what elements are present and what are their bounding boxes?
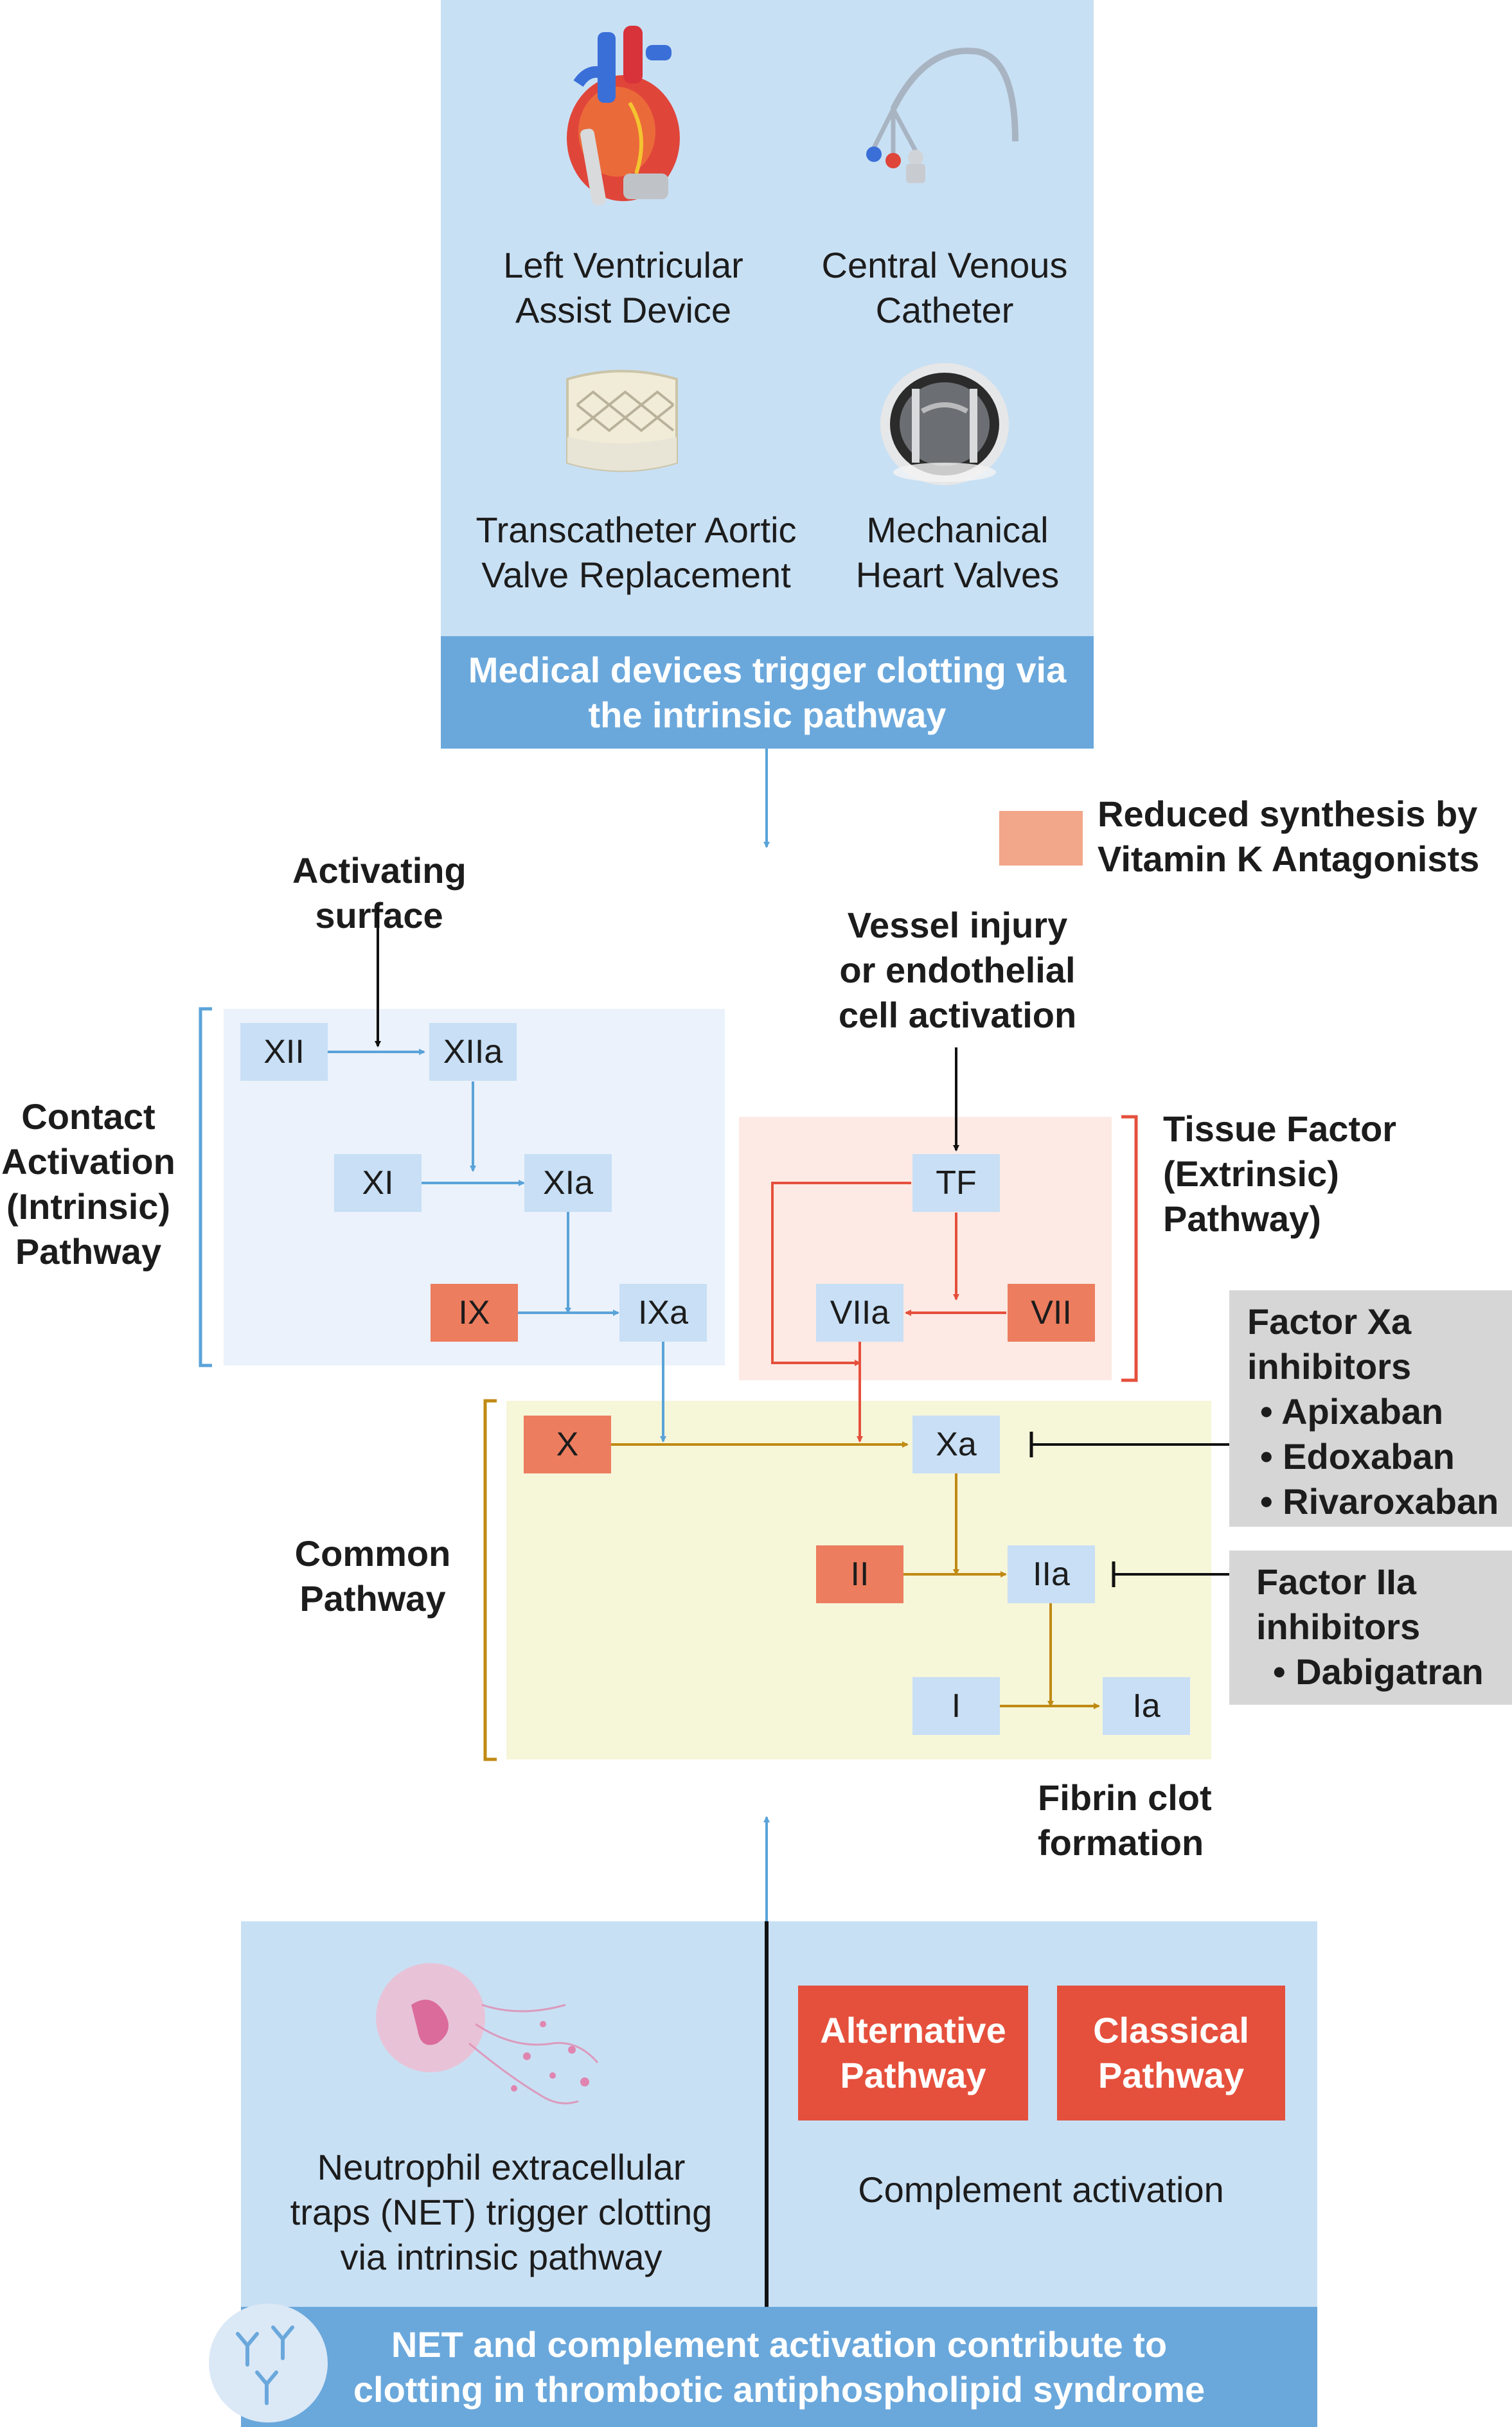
common-pathway-line1: Common [294,1533,451,1574]
mechanical-valve-icon [880,363,1009,485]
catheter-icon [866,48,1018,183]
lvad-label: Left Ventricular Assist Device [450,243,797,333]
factor-iia: IIa [1008,1545,1095,1603]
xa-inhibitors-box: Factor Xa inhibitors • Apixaban • Edoxab… [1229,1290,1512,1527]
vessel-injury-label: Vessel injury or endothelial cell activa… [816,903,1099,1038]
fibrin-line2: formation [1038,1822,1204,1863]
xa-inhibitors-title-1: Factor Xa [1247,1301,1412,1342]
contact-pathway-line1: Contact [21,1096,156,1137]
cvc-label-line2: Catheter [875,290,1014,330]
vka-legend-swatch [999,811,1083,866]
alternative-pathway-box: Alternative Pathway [798,1986,1028,2120]
activating-surface-line1: Activating [292,850,467,891]
tavr-label-line1: Transcatheter Aortic [476,510,797,550]
tissue-factor-line1: Tissue Factor [1163,1108,1397,1149]
lvad-label-line2: Assist Device [515,290,732,330]
common-pathway-line2: Pathway [299,1578,446,1619]
heart-lvad-icon [567,26,680,206]
classical-pathway-line1: Classical [1093,2010,1249,2050]
vka-legend-label: Reduced synthesis by Vitamin K Antagonis… [1098,792,1509,882]
contact-pathway-line3: (Intrinsic) [6,1186,171,1227]
factor-xi: XI [334,1154,422,1212]
net-banner-line1: NET and complement activation contribute… [391,2324,1168,2365]
drug-dabigatran: • Dabigatran [1273,1651,1484,1692]
cvc-label: Central Venous Catheter [784,243,1105,333]
vka-legend-line2: Vitamin K Antagonists [1098,839,1480,879]
net-caption-line1: Neutrophil extracellular [317,2147,686,2187]
tissue-factor-label: Tissue Factor (Extrinsic) Pathway) [1163,1107,1420,1241]
extrinsic-bracket [1121,1115,1138,1382]
contact-pathway-line2: Activation [1,1141,175,1182]
factor-xia: XIa [524,1154,612,1212]
factor-vii: VII [1008,1284,1095,1342]
tavr-label: Transcatheter Aortic Valve Replacement [450,508,823,598]
vka-legend-line1: Reduced synthesis by [1098,794,1478,834]
iia-inhibitors-box: Factor IIa inhibitors • Dabigatran [1229,1551,1512,1705]
factor-x: X [524,1416,611,1473]
factor-ia: Ia [1103,1677,1190,1735]
iia-inhibitors-title-1: Factor IIa [1256,1561,1416,1602]
panel-divider [765,1921,769,2307]
mhv-label-line1: Mechanical [866,510,1049,550]
common-pathway-label: Common Pathway [270,1531,476,1621]
vessel-injury-line3: cell activation [838,995,1077,1035]
factor-i: I [912,1677,1000,1735]
contact-pathway-label: Contact Activation (Intrinsic) Pathway [0,1094,177,1274]
neutrophil-net-icon [376,1963,599,2104]
contact-pathway-line4: Pathway [15,1231,162,1272]
lvad-label-line1: Left Ventricular [503,245,743,285]
net-caption: Neutrophil extracellular traps (NET) tri… [247,2145,755,2280]
factor-tf: TF [912,1154,1000,1212]
factor-ii: II [816,1545,903,1603]
drug-edoxaban: • Edoxaban [1260,1436,1455,1477]
antibody-icon [236,2325,294,2405]
classical-pathway-line2: Pathway [1098,2055,1245,2095]
intrinsic-bracket [199,1007,212,1367]
factor-ixa: IXa [619,1284,707,1342]
fibrin-line1: Fibrin clot [1038,1777,1212,1818]
tavr-valve-icon [566,369,678,472]
drug-apixaban: • Apixaban [1260,1391,1444,1432]
complement-activation-label: Complement activation [858,2169,1224,2210]
net-banner-line2: clotting in thrombotic antiphospholipid … [353,2369,1205,2410]
iia-inhibitors-title-2: inhibitors [1256,1606,1421,1647]
factor-ix: IX [431,1284,518,1342]
fibrin-label: Fibrin clot formation [1038,1775,1250,1865]
vessel-injury-line1: Vessel injury [847,905,1068,945]
net-complement-banner: NET and complement activation contribute… [241,2307,1317,2427]
cvc-label-line1: Central Venous [821,245,1068,285]
factor-xa: Xa [912,1416,1000,1473]
net-caption-line2: traps (NET) trigger clotting [290,2192,713,2232]
mhv-label: Mechanical Heart Valves [829,508,1086,598]
alternative-pathway-line2: Pathway [840,2055,986,2095]
classical-pathway-box: Classical Pathway [1057,1986,1285,2120]
factor-xiia: XIIa [429,1023,517,1081]
devices-banner-line2: the intrinsic pathway [588,694,947,735]
tissue-factor-line3: Pathway) [1163,1198,1321,1239]
net-caption-line3: via intrinsic pathway [340,2237,663,2277]
devices-banner: Medical devices trigger clotting via the… [441,636,1094,749]
common-bracket [483,1399,497,1761]
drug-rivaroxaban: • Rivaroxaban [1260,1481,1499,1522]
tissue-factor-line2: (Extrinsic) [1163,1153,1339,1194]
xa-inhibitors-title-2: inhibitors [1247,1346,1412,1387]
alternative-pathway-line1: Alternative [820,2010,1006,2050]
factor-xii: XII [240,1023,328,1081]
tf-to-common-arrow [771,1182,911,1366]
devices-panel [441,0,1094,749]
vessel-injury-line2: or endothelial [839,950,1076,990]
factor-viia: VIIa [816,1284,903,1342]
devices-banner-line1: Medical devices trigger clotting via [468,649,1067,690]
tavr-label-line2: Valve Replacement [481,555,791,595]
mhv-label-line2: Heart Valves [855,555,1060,595]
